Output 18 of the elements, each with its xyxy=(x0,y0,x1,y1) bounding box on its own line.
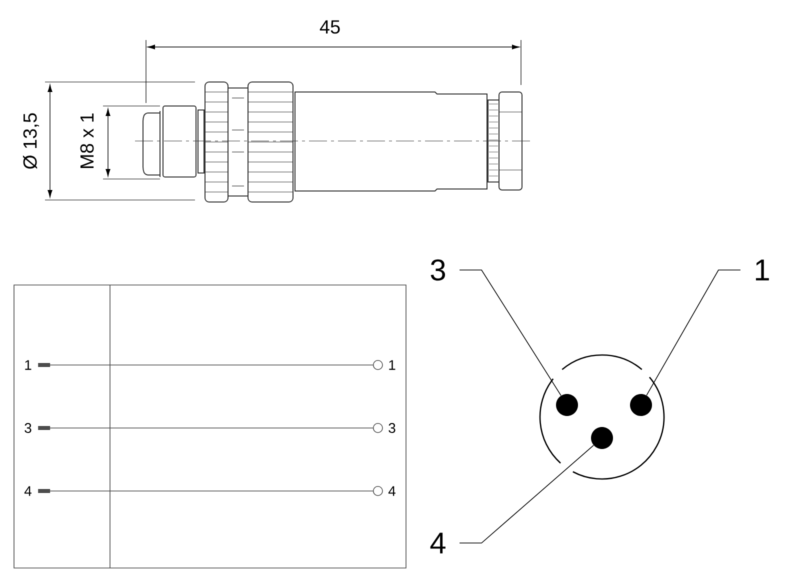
wire xyxy=(38,486,383,496)
pin-number: 3 xyxy=(24,423,32,433)
callout-number: 4 xyxy=(430,532,446,554)
pin-contact xyxy=(591,427,613,449)
pin-number: 1 xyxy=(25,360,32,370)
callout-number: 3 xyxy=(430,259,446,281)
pin-number: 1 xyxy=(389,360,396,370)
dimension-label: M8 x 1 xyxy=(80,113,94,168)
wire xyxy=(38,360,383,370)
pin-contact xyxy=(556,394,578,416)
callout-number: 1 xyxy=(756,260,769,280)
pin-number: 4 xyxy=(24,486,32,496)
pin-number: 4 xyxy=(388,486,396,496)
dimension-label: Ø 13,5 xyxy=(23,113,40,169)
dimension-label: 45 xyxy=(320,20,340,34)
wire xyxy=(38,423,383,433)
pin-number: 3 xyxy=(388,423,396,433)
pin-contact xyxy=(630,394,652,416)
